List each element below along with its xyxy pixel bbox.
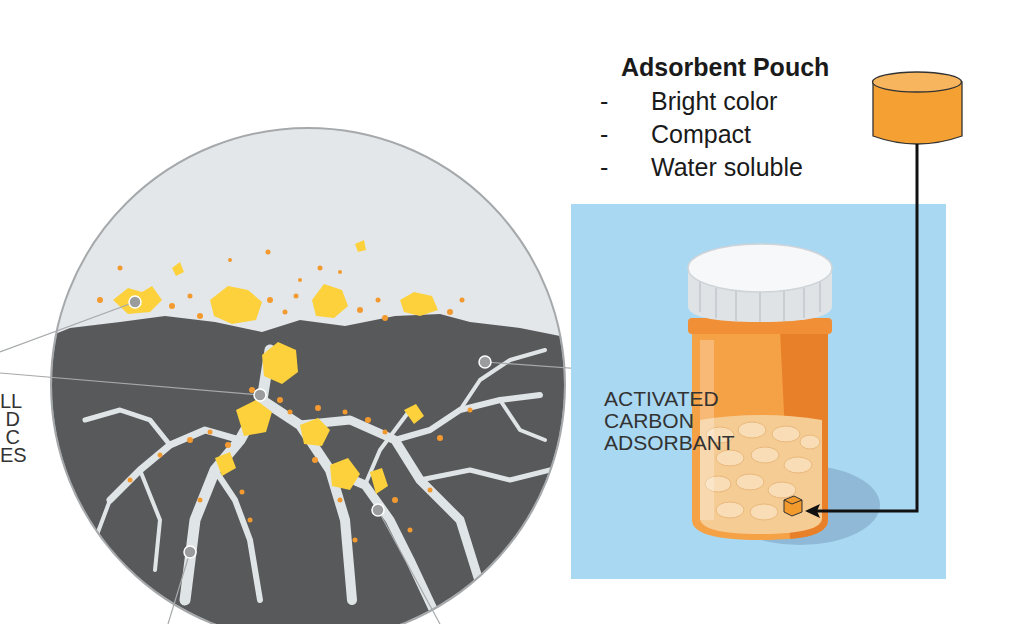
bullet-mark: - xyxy=(600,86,608,116)
bullet-mark: - xyxy=(600,152,608,182)
feature-text: Compact xyxy=(651,119,751,149)
bullet-mark: - xyxy=(600,119,608,149)
cut-off-label: LL D C ES xyxy=(0,392,20,464)
feature-text: Bright color xyxy=(651,86,777,116)
background-panel xyxy=(571,204,946,579)
leader-lines xyxy=(0,302,652,624)
part-label: ACTIVATED CARBON ADSORBANT xyxy=(604,388,754,454)
callout-heading: Adsorbent Pouch xyxy=(621,52,829,82)
pouch-icon xyxy=(873,72,963,144)
feature-text: Water soluble xyxy=(651,152,803,182)
carbon-pores xyxy=(40,240,580,624)
pointer-arrow xyxy=(805,144,917,518)
